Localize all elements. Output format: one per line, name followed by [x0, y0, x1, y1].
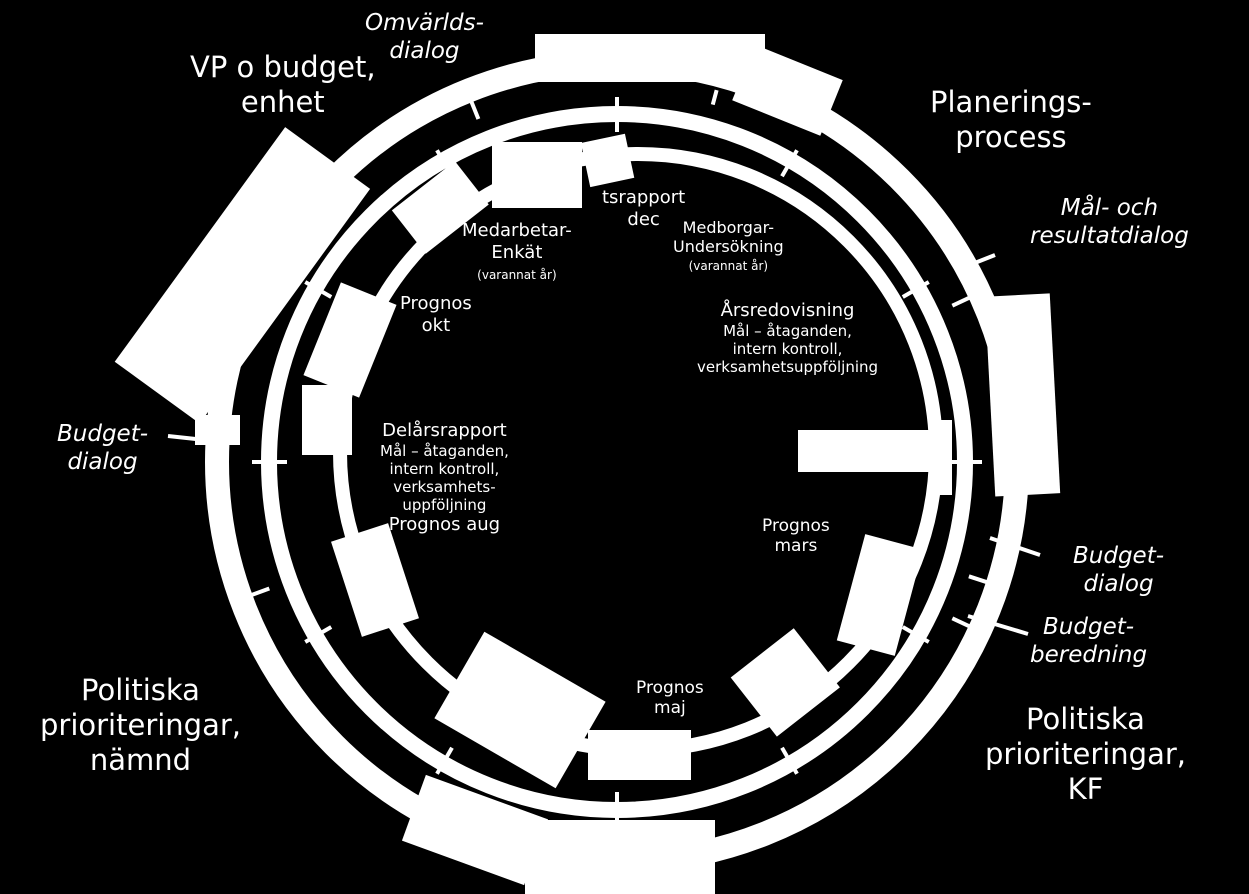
segment-bottom-left	[401, 774, 549, 886]
label-budgetberedning: Budget- beredning	[1030, 614, 1148, 668]
label-omvarldsdialog: Omvärlds- dialog	[365, 10, 484, 64]
label-prognos-maj: Prognos maj	[636, 678, 704, 719]
tick-mark	[951, 616, 976, 631]
label-vp-budget: VP o budget, enhet	[190, 50, 376, 119]
segment-inner-top2	[580, 133, 635, 188]
tick-mark	[901, 625, 930, 644]
label-budgetdialog-left: Budget- dialog	[57, 421, 149, 475]
segment-bottom	[525, 820, 715, 894]
tick-mark	[780, 746, 799, 775]
segment-inner-center	[798, 430, 946, 472]
segment-inner-top	[492, 142, 582, 208]
tick-mark	[435, 746, 454, 775]
segment-top-right	[732, 44, 843, 136]
tick-mark	[304, 625, 333, 644]
label-tsrapport: tsrapport dec	[602, 187, 686, 230]
label-connector	[167, 434, 206, 442]
label-medarbetarenkat: Medarbetar- Enkät(varannat år)	[462, 220, 572, 283]
segment-inner-l2	[302, 385, 352, 455]
label-medborgarundersokning: Medborgar- Undersökning(varannat år)	[673, 218, 784, 274]
label-politiska-kf: Politiska prioriteringar, KF	[985, 702, 1187, 806]
label-prognos-mars: Prognos mars	[762, 516, 830, 557]
label-budgetdialog-right: Budget- dialog	[1073, 543, 1165, 597]
tick-mark	[951, 293, 976, 308]
segment-left-big	[114, 127, 371, 424]
tick-mark	[304, 280, 333, 299]
label-arsredovisning: Årsredovisning Mål – åtaganden, intern k…	[697, 300, 879, 376]
segment-inner-l3	[331, 523, 419, 637]
tick-mark	[780, 149, 799, 178]
segment-inner-bl	[434, 631, 606, 789]
label-planeringsprocess: Planerings- process	[930, 85, 1092, 154]
label-connector	[967, 614, 1029, 636]
label-politiska-namnd: Politiska prioriteringar, nämnd	[40, 673, 242, 777]
label-mal-resultatdialog: Mål- och resultatdialog	[1030, 195, 1189, 249]
tick-marks	[167, 89, 1041, 827]
label-connector	[961, 253, 996, 270]
tick-mark	[901, 280, 930, 299]
tick-mark	[467, 95, 481, 120]
label-connector	[989, 536, 1041, 557]
label-delarsrapport: Delårsrapport Mål – åtaganden, intern ko…	[380, 420, 509, 535]
segment-right	[984, 293, 1061, 497]
tick-mark	[249, 586, 270, 598]
segment-top	[535, 34, 765, 82]
segment-inner-l1	[303, 282, 397, 398]
segment-inner-r	[930, 420, 952, 495]
label-prognos-okt: Prognos okt	[400, 293, 472, 336]
segment-inner-r2	[836, 534, 924, 656]
segment-inner-b	[588, 730, 691, 780]
tick-mark	[968, 574, 994, 586]
tick-mark	[710, 89, 719, 106]
segment-inner-br	[730, 628, 840, 737]
segment-inner-tl	[391, 161, 489, 254]
tick-mark	[435, 149, 454, 178]
